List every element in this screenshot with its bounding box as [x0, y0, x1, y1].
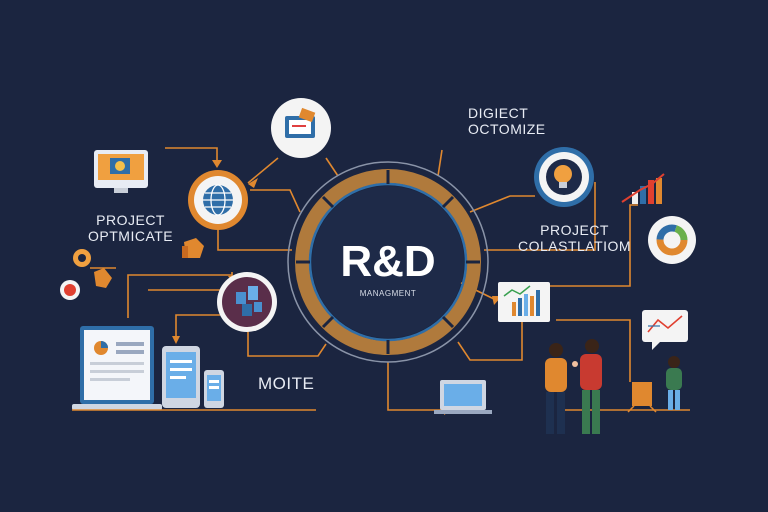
label-top-right-line1: DIGIECT	[468, 105, 529, 121]
connector-line	[247, 330, 327, 357]
label-left-line1: PROJECT	[96, 212, 165, 228]
connector-line	[247, 157, 279, 184]
connector-line	[387, 362, 448, 411]
connector-line	[165, 147, 218, 162]
connector-line	[484, 182, 596, 251]
hub-subtitle: MANAGMENT	[360, 289, 417, 298]
label-left-line2: OPTMICATE	[88, 228, 174, 245]
arrowhead	[212, 160, 222, 168]
connector-line	[469, 195, 535, 213]
monitor-icon	[94, 150, 148, 193]
label-top-right-line2: OCTOMIZE	[468, 121, 546, 138]
globe-icon	[188, 170, 248, 230]
connector-line	[550, 204, 638, 287]
connector-line	[250, 189, 301, 213]
tablet-icon	[162, 346, 200, 408]
puzzle-blocks-icon	[217, 272, 277, 332]
phone-icon	[204, 370, 224, 408]
arrowhead	[248, 178, 258, 188]
arrowhead	[172, 336, 180, 344]
label-bottom-left: MOITE	[258, 374, 315, 393]
label-right-line2: COLASTLATIOM	[518, 238, 632, 255]
central-hub: R&D MANAGMENT	[287, 161, 489, 363]
hub-core	[312, 186, 464, 338]
label-left: PROJECT OPTMICATE	[88, 212, 173, 244]
label-right-line1: PROJECT	[540, 222, 609, 238]
clipboard-icon	[271, 98, 331, 158]
connector-line	[127, 274, 232, 318]
hub-outer-ring	[287, 161, 489, 363]
hand-icon	[182, 238, 204, 258]
hub-title: R&D	[340, 237, 435, 286]
connector-line	[437, 149, 443, 177]
connector-line	[175, 314, 220, 340]
lightbulb-icon	[534, 147, 594, 207]
connector-line	[457, 312, 523, 361]
bar-chart-icon	[621, 173, 665, 204]
connector-line	[556, 319, 631, 382]
laptop-icon	[72, 326, 162, 410]
donut-chart-icon	[648, 216, 696, 264]
people-icon	[545, 339, 682, 434]
line-chart-board-icon	[498, 282, 550, 322]
label-right: PROJECT COLASTLATIOM	[518, 222, 631, 254]
connector-line	[325, 157, 339, 177]
label-top-right: DIGIECT OCTOMIZE	[468, 105, 546, 137]
center-laptop-icon	[434, 380, 492, 414]
hub-tick-marks	[296, 170, 480, 354]
chat-chart-icon	[642, 310, 688, 350]
gear-badge-icon	[60, 249, 112, 300]
